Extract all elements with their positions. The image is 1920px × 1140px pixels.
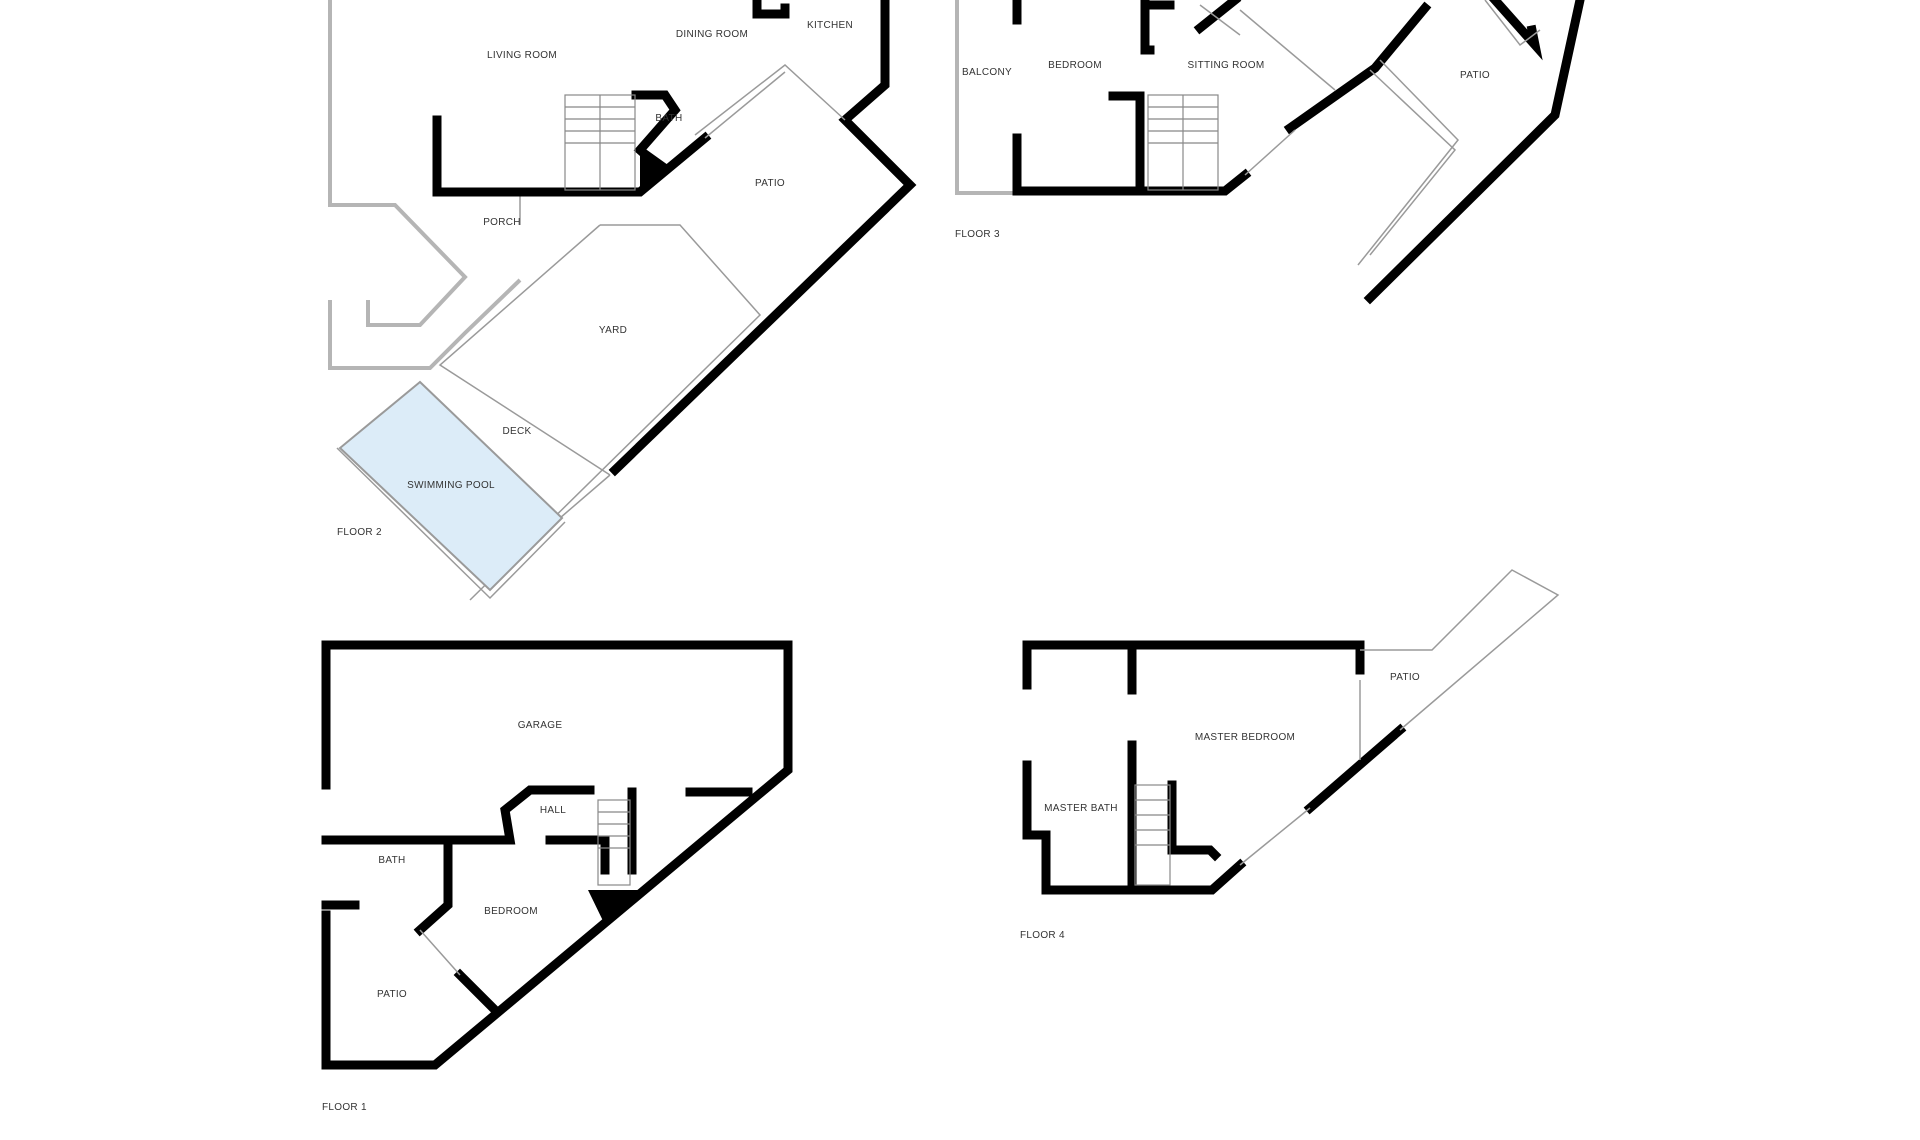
floor-3-patio-outline	[1369, 69, 1457, 256]
room-label-garage: GARAGE	[518, 720, 563, 731]
floor-4-west-wall	[1022, 760, 1137, 895]
floor-3-diag-wall	[1193, 0, 1242, 35]
floor-1-plan: GARAGE HALL BATH BEDROOM PATIO FLOOR 1	[321, 640, 793, 1113]
floor-2-window	[704, 71, 786, 139]
floor-2-pool-rim	[336, 447, 566, 600]
room-label-bath: BATH	[655, 113, 682, 124]
floor-2-terrace-outline	[328, 0, 468, 327]
room-label-hall: HALL	[540, 805, 566, 816]
room-label-swimming-pool: SWIMMING POOL	[407, 480, 495, 491]
floor-2-living-wall	[432, 115, 500, 197]
floor-1-outer-wall	[321, 640, 793, 1070]
room-label-kitchen: KITCHEN	[807, 20, 853, 31]
room-label-patio: PATIO	[1460, 70, 1490, 81]
floor-3-sitting-wall	[1140, 0, 1155, 55]
floor-3-stairs	[1147, 94, 1219, 191]
floor-1-stairs	[597, 799, 631, 886]
floor-label-2: FLOOR 2	[337, 527, 382, 538]
floor-4-window	[1239, 807, 1311, 866]
room-label-deck: DECK	[503, 426, 532, 437]
room-label-patio: PATIO	[377, 989, 407, 1000]
floor-4-stair-wall	[1167, 780, 1222, 862]
floor-3-south-wall	[1012, 133, 1252, 196]
floor-4-stairs	[1134, 784, 1171, 886]
floor-3-patio-outline-2	[1357, 59, 1459, 266]
room-label-balcony: BALCONY	[962, 67, 1012, 78]
floor-1-bath-wall	[413, 835, 453, 937]
floor-3-window	[1244, 129, 1296, 176]
room-label-bedroom: BEDROOM	[1048, 60, 1102, 71]
room-label-patio: PATIO	[755, 178, 785, 189]
room-label-yard: YARD	[599, 325, 627, 336]
floor-2-plan: LIVING ROOM DINING ROOM KITCHEN BATH PAT…	[328, 0, 917, 601]
floor-4-patio-outline	[1360, 569, 1560, 731]
room-label-master-bath: MASTER BATH	[1044, 803, 1118, 814]
room-label-living-room: LIVING ROOM	[487, 50, 557, 61]
floor-3-east-wall	[1283, 1, 1432, 135]
floor-3-closet-wall	[1108, 91, 1145, 196]
floor-4-south-wall	[1127, 858, 1247, 895]
floor-label-1: FLOOR 1	[322, 1102, 367, 1113]
floor-3-door-swing-2	[1199, 4, 1241, 36]
floor-3-door-swing	[1239, 9, 1336, 91]
floor-3-balcony-outline	[955, 0, 1015, 195]
room-label-sitting-room: SITTING ROOM	[1188, 60, 1265, 71]
floor-2-east-wall	[608, 0, 917, 477]
floor-4-plan: PATIO MASTER BEDROOM MASTER BATH FLOOR 4	[1020, 569, 1560, 941]
floor-4-top-wall	[1022, 640, 1365, 690]
floor-2-deck-edge	[559, 474, 611, 519]
floor-3-ne-outline	[1484, 0, 1541, 47]
room-label-dining-room: DINING ROOM	[676, 29, 748, 40]
floor-1-bedroom-door	[453, 968, 502, 1017]
floor-4-east-wall	[1303, 723, 1407, 815]
floor-2-terrace-outline-lower	[328, 278, 522, 370]
room-label-bedroom: BEDROOM	[484, 906, 538, 917]
floor-2-bath-wall	[631, 90, 681, 157]
floor-label-3: FLOOR 3	[955, 229, 1000, 240]
floor-2-stairs	[564, 94, 636, 191]
room-label-bath: BATH	[378, 855, 405, 866]
floor-2-stair-block	[640, 145, 668, 192]
room-label-master-bedroom: MASTER BEDROOM	[1195, 732, 1295, 743]
floor-1-stair-block	[588, 890, 640, 925]
floor-2-yard-edge	[438, 224, 611, 476]
floor-1-window	[419, 929, 461, 976]
floor-1-bedroom-wall	[545, 835, 610, 875]
room-label-porch: PORCH	[483, 217, 521, 228]
floor-3-plan: BALCONY BEDROOM SITTING ROOM PATIO FLOOR…	[955, 0, 1585, 305]
swimming-pool	[338, 380, 564, 592]
floor-3-far-east-wall	[1363, 0, 1585, 305]
floor-2-kitchen-wall	[752, 0, 790, 19]
room-label-patio: PATIO	[1390, 672, 1420, 683]
floor-2-patio-outline	[694, 64, 846, 136]
floor-2-yard-outline	[469, 224, 762, 601]
floor-label-4: FLOOR 4	[1020, 930, 1065, 941]
